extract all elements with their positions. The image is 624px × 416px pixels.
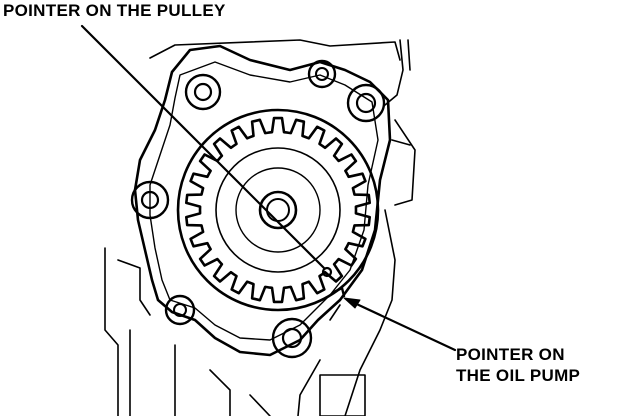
bolt-top-middle <box>307 59 337 89</box>
engine-block-outline <box>104 39 416 416</box>
pulley-center-bore <box>266 198 290 222</box>
bolt-bottom-left <box>164 294 196 326</box>
pulley-inner-ring <box>215 147 341 273</box>
pulley-pointer-leader <box>80 24 326 270</box>
bolt-bottom <box>271 317 313 359</box>
pulley-pointer-label: POINTER ON THE PULLEY <box>3 1 226 20</box>
bolt-top-right <box>346 83 386 123</box>
oil-pump-pointer-label-line2: THE OIL PUMP <box>456 366 581 385</box>
oil-pump-pointer-label-line1: POINTER ON <box>456 345 565 364</box>
pulley-pointer-mark <box>321 266 333 278</box>
bolt-left <box>130 180 170 220</box>
pulley-teeth <box>185 116 371 304</box>
oil-pump-pointer-mark <box>332 286 346 298</box>
oil-pump-pointer-leader <box>346 298 457 352</box>
pulley-hub-ring <box>235 167 321 253</box>
pulley-outer-rim <box>176 108 380 312</box>
bolt-top-left <box>184 73 222 111</box>
pump-housing-outline <box>133 44 392 357</box>
pulley-center-bolt <box>258 190 298 230</box>
oil-pump-pointer-label: POINTER ON THE OIL PUMP <box>456 344 580 386</box>
oil-pump-pointer-arrowhead <box>343 297 361 309</box>
